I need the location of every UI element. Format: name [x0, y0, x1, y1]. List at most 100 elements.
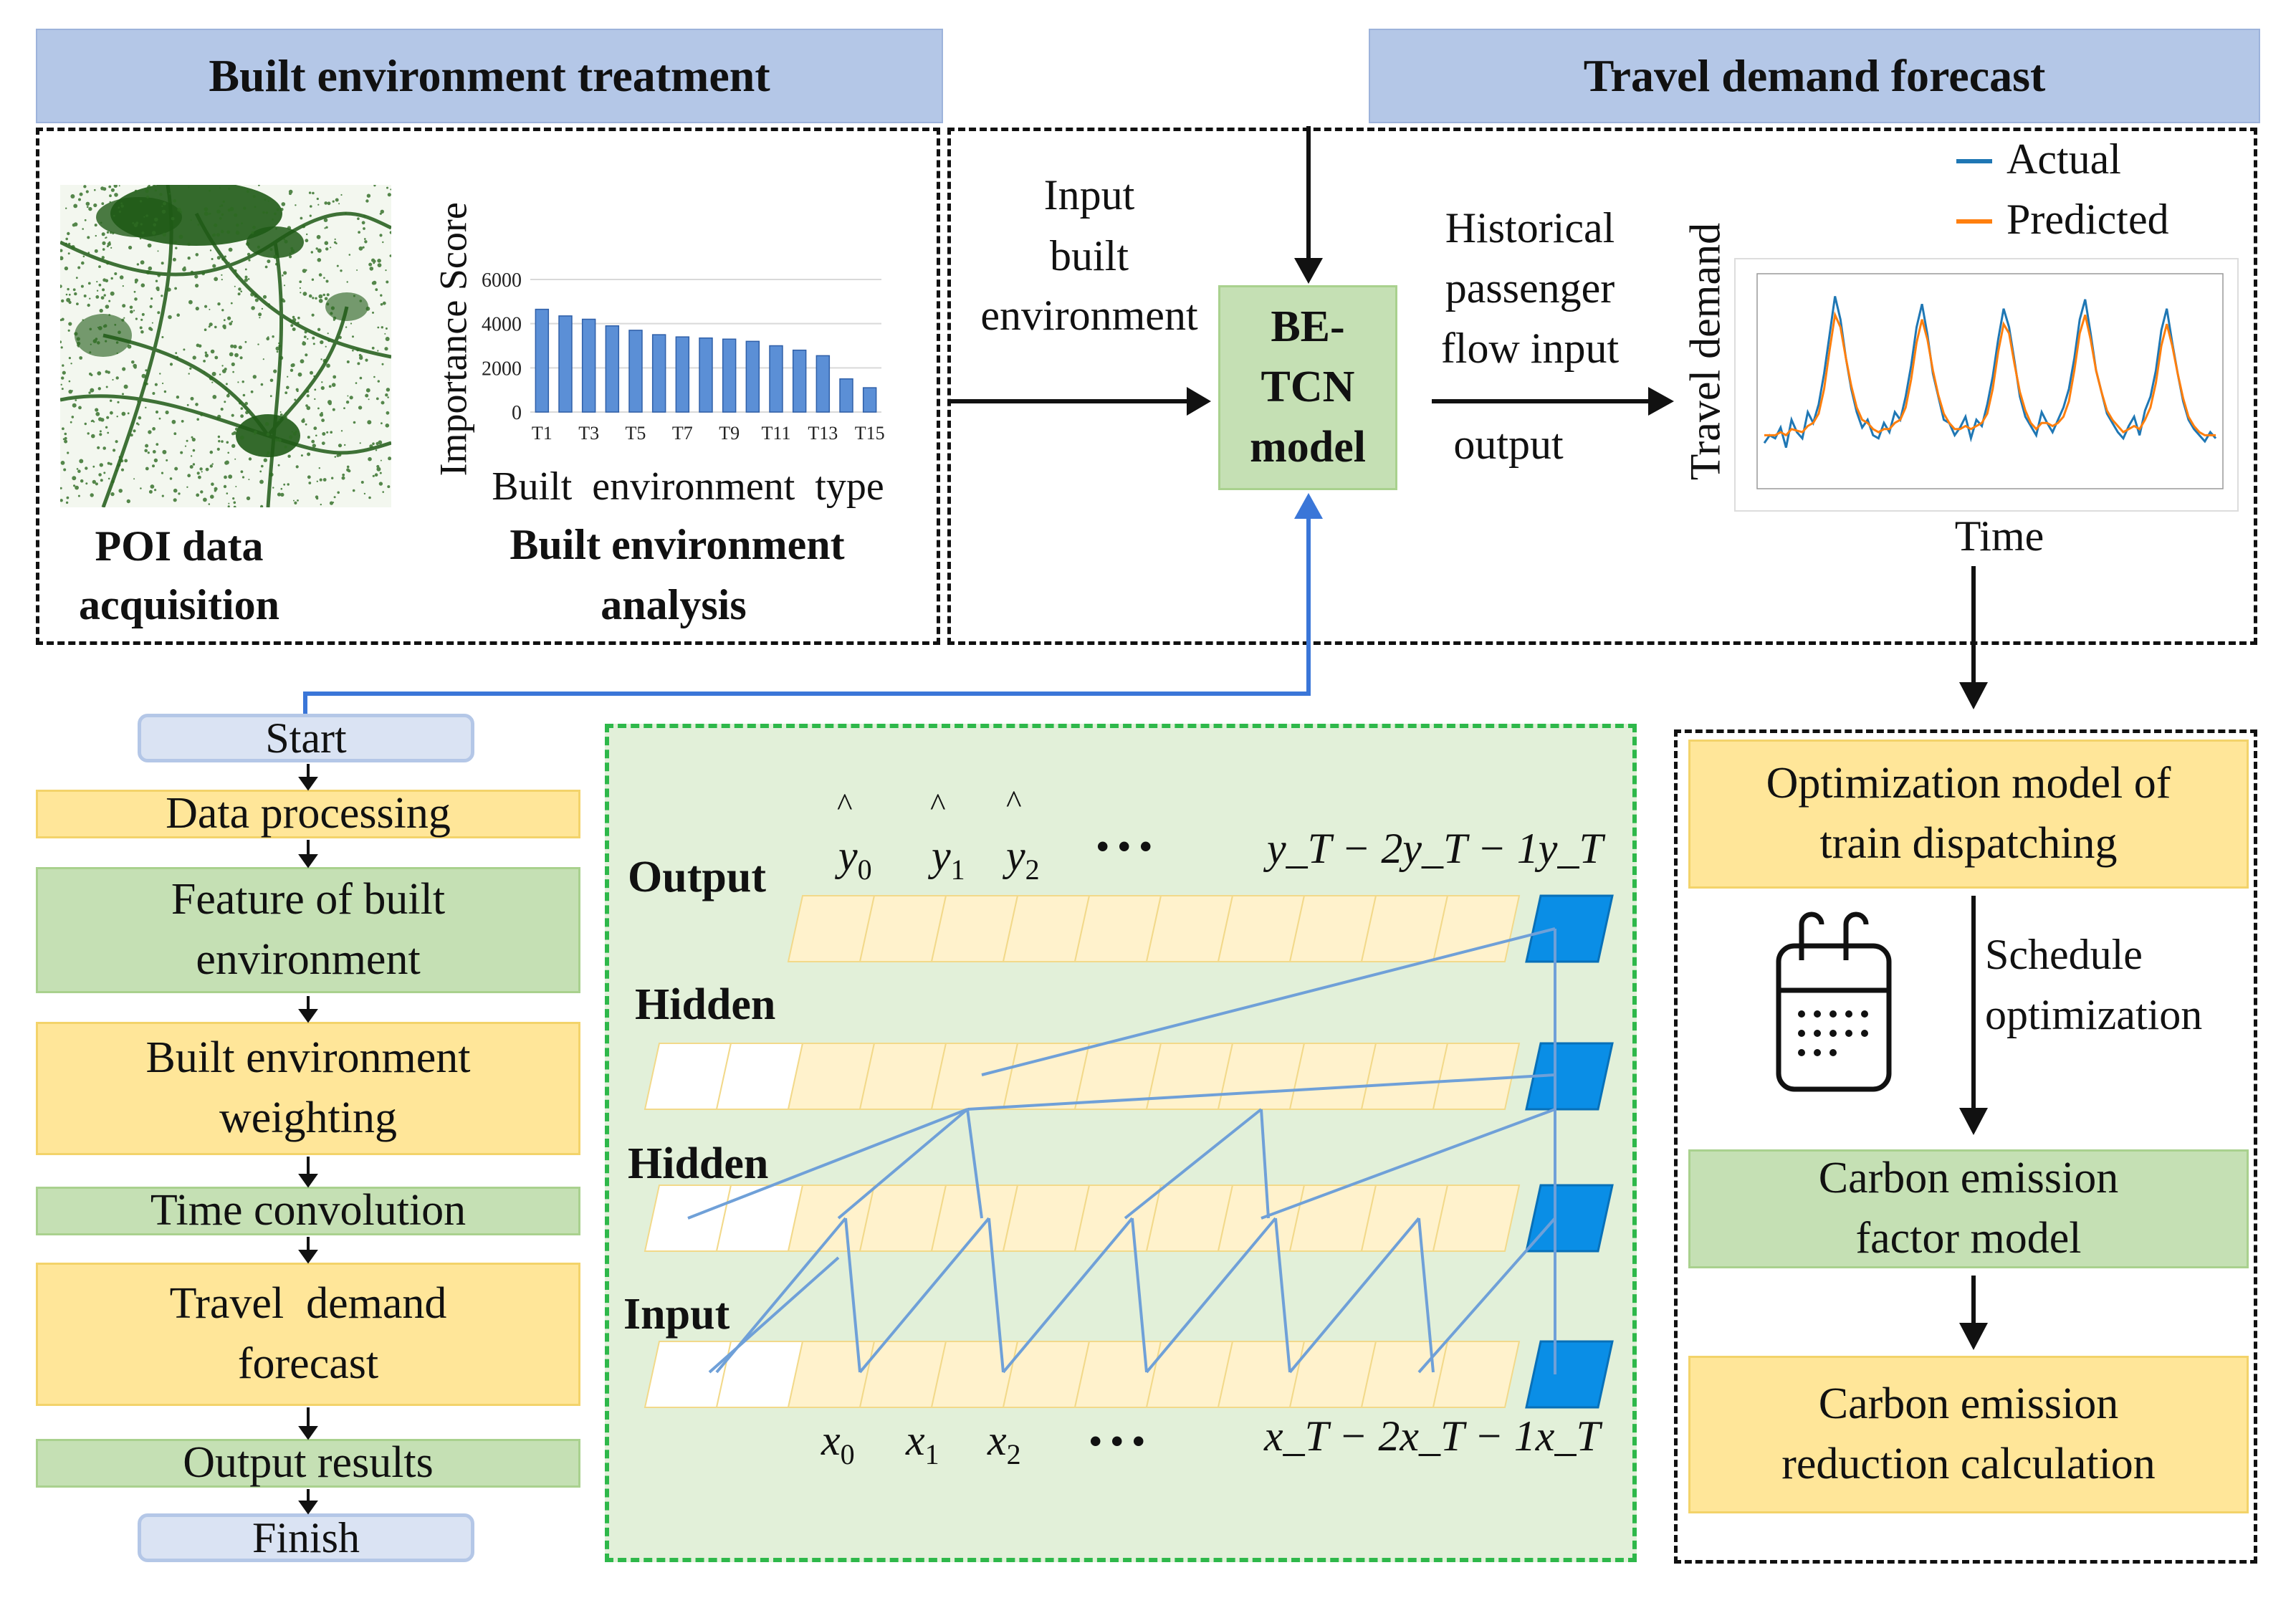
poi-dot [388, 456, 391, 461]
poi-dot [246, 496, 251, 501]
poi-dot [272, 487, 274, 489]
poi-dot [247, 278, 250, 280]
poi-dot [289, 192, 292, 196]
poi-dot [95, 234, 97, 237]
poi-dot [280, 208, 284, 211]
poi-dot [85, 190, 89, 193]
poi-dot [105, 305, 110, 309]
poi-dot [322, 432, 326, 436]
forecast-ylabel: Travel demand [1681, 222, 1729, 481]
poi-dot [358, 231, 360, 234]
poi-dot [216, 233, 220, 237]
importance-bar [581, 318, 596, 413]
poi-dot [350, 322, 353, 325]
poi-dot [186, 486, 188, 488]
poi-dot [98, 473, 102, 477]
poi-dot [367, 420, 372, 425]
poi-dot [233, 505, 236, 507]
poi-dot [62, 370, 66, 375]
poi-dot [373, 185, 376, 187]
poi-dot [140, 223, 143, 226]
poi-dot [82, 319, 84, 321]
flow-start-label: Start [265, 714, 347, 762]
poi-dot [295, 465, 299, 469]
poi-dot [145, 270, 150, 274]
poi-dot [186, 403, 189, 406]
poi-dot [106, 231, 110, 234]
poi-dot [188, 186, 190, 188]
poi-dot [157, 273, 161, 277]
poi-dot [75, 277, 78, 279]
poi-dot [133, 290, 136, 293]
poi-dot [123, 384, 128, 389]
poi-dot [211, 371, 216, 376]
poi-dot [155, 410, 159, 414]
bar-xtick-label: T5 [626, 423, 646, 444]
poi-dot [277, 492, 282, 497]
poi-dot [161, 494, 164, 497]
poi-dot [364, 240, 368, 244]
poi-dot [145, 444, 149, 448]
poi-dot [144, 449, 148, 453]
poi-dot [326, 293, 330, 297]
poi-dot [312, 343, 315, 345]
poi-dot [289, 252, 292, 255]
poi-dot [175, 247, 178, 249]
importance-bar [605, 325, 620, 413]
poi-dot [320, 358, 322, 360]
poi-dot [290, 249, 295, 254]
poi-dot [200, 490, 204, 494]
poi-dot [147, 243, 152, 248]
header-left-title: Built environment treatment [209, 50, 770, 101]
poi-dot [106, 245, 109, 248]
poi-dot [252, 375, 257, 379]
poi-dot [63, 468, 67, 472]
poi-dot [159, 373, 161, 375]
poi-dot [113, 214, 115, 217]
poi-dot [315, 297, 317, 300]
poi-dot [315, 434, 317, 437]
legend-actual-label: Actual [2006, 135, 2121, 183]
poi-dot [174, 287, 178, 290]
y1-sub: 1 [950, 853, 965, 886]
poi-dot [144, 383, 146, 386]
poi-dot [302, 292, 307, 296]
poi-dot [184, 445, 187, 447]
poi-dot [115, 469, 118, 472]
poi-dot [326, 431, 329, 434]
poi-dot [214, 489, 217, 492]
importance-bar [862, 387, 877, 413]
poi-dot [333, 318, 335, 321]
poi-dot [317, 248, 322, 253]
poi-dot [280, 492, 284, 497]
poi-dot [211, 482, 214, 486]
poi-dot [107, 477, 110, 480]
carbon-red-line2: reduction calculation [1781, 1440, 2156, 1488]
poi-dot [343, 407, 345, 409]
poi-dot [317, 327, 321, 331]
tcn-input-label: Input [623, 1290, 730, 1339]
poi-dot [266, 337, 270, 341]
poi-dot [148, 266, 153, 271]
poi-dot [182, 267, 186, 272]
poi-dot [152, 464, 155, 468]
y-tail-term: y_T − 2y_T − 1y_T [1267, 825, 1603, 872]
poi-dot [172, 257, 176, 262]
poi-dot [211, 258, 214, 260]
poi-dot [61, 376, 64, 380]
poi-dot [276, 350, 279, 353]
poi-dot [306, 233, 308, 236]
poi-dot [378, 482, 383, 486]
poi-dot [165, 410, 169, 415]
poi-dot [99, 430, 102, 433]
poi-dot [190, 270, 194, 274]
poi-dot [346, 281, 348, 283]
carbon-reduction-box: Carbon emission reduction calculation [1688, 1356, 2249, 1513]
flow-built-env-weighting: Built environment weighting [36, 1022, 580, 1155]
poi-dot [310, 251, 313, 254]
poi-dot [209, 464, 213, 468]
poi-dot [267, 200, 269, 202]
poi-dot [295, 204, 297, 206]
poi-dot [100, 221, 102, 224]
